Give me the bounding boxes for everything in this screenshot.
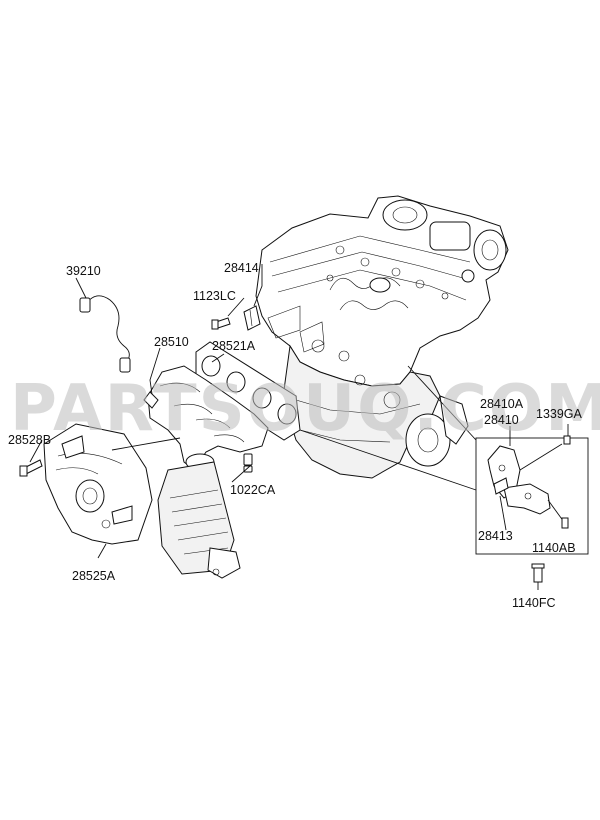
label-28521a[interactable]: 28521A (212, 339, 256, 353)
label-28414[interactable]: 28414 (224, 261, 259, 275)
label-28510[interactable]: 28510 (154, 335, 189, 349)
bolt-28528B[interactable] (19, 459, 43, 477)
leader-lines (29, 264, 569, 590)
oxygen-sensor[interactable] (79, 295, 159, 409)
watermark: PARTSOUQ.COM (10, 372, 600, 446)
heat-protector[interactable] (43, 423, 153, 545)
engine-assembly[interactable] (255, 195, 509, 479)
label-28410a[interactable]: 28410A (480, 397, 524, 411)
manifold-gasket[interactable] (195, 341, 301, 441)
exhaust-manifold-catalytic-converter[interactable] (147, 365, 269, 579)
label-39210[interactable]: 39210 (66, 264, 101, 278)
label-28413[interactable]: 28413 (478, 529, 513, 543)
label-1123lc[interactable]: 1123LC (193, 289, 236, 303)
label-1140ab[interactable]: 1140AB (532, 541, 576, 555)
label-1022ca[interactable]: 1022CA (230, 483, 276, 497)
label-1339ga[interactable]: 1339GA (536, 407, 583, 421)
bracket-28414[interactable] (243, 305, 261, 331)
label-28410[interactable]: 28410 (484, 413, 519, 427)
bolt-1123LC[interactable] (211, 317, 231, 330)
label-28525a[interactable]: 28525A (72, 569, 116, 583)
label-28528b[interactable]: 28528B (8, 433, 51, 447)
nut-1022CA[interactable] (243, 453, 253, 473)
label-1140fc[interactable]: 1140FC (512, 596, 556, 610)
support-bracket-detail[interactable] (475, 435, 589, 583)
